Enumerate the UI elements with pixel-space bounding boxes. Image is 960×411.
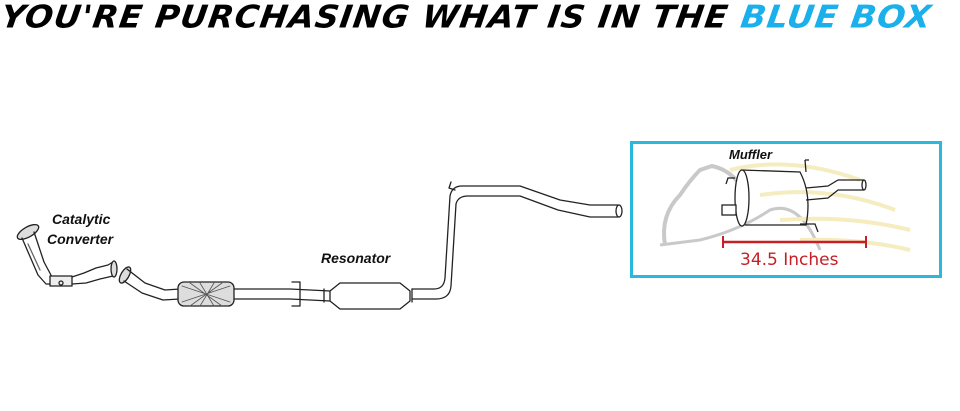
flex-pipe <box>177 281 235 307</box>
label-catalytic-line2: Converter <box>47 231 114 247</box>
label-muffler: Muffler <box>729 147 773 162</box>
dimension-label: 34.5 Inches <box>740 250 839 270</box>
resonator <box>323 282 413 310</box>
muffler-illustration <box>659 159 911 252</box>
blue-box-highlight <box>630 141 942 278</box>
label-resonator: Resonator <box>321 250 391 266</box>
label-catalytic-line1: Catalytic <box>52 211 111 227</box>
catalytic-converter-section <box>16 223 118 287</box>
